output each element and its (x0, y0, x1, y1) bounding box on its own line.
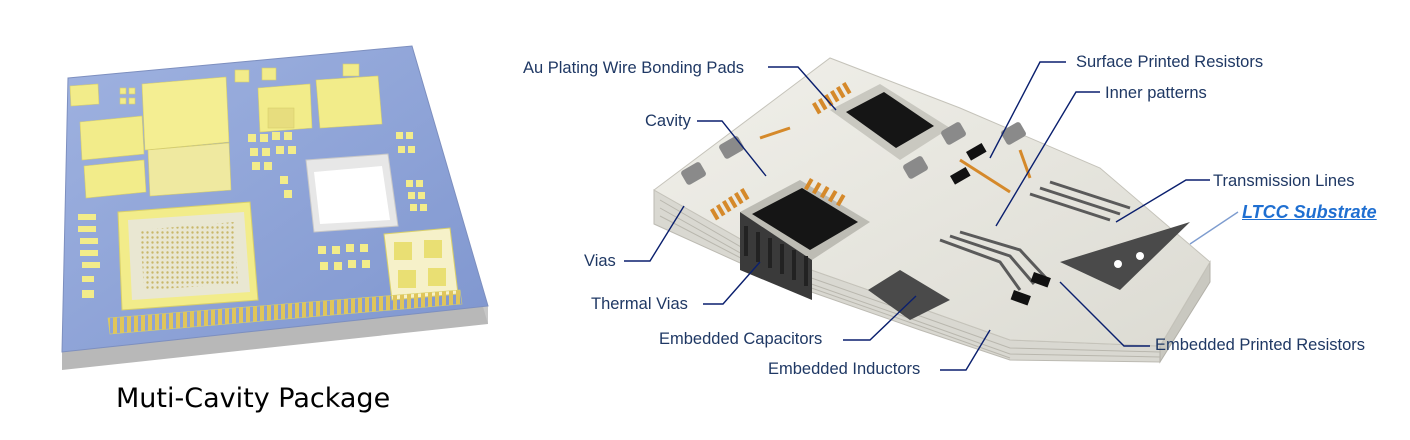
label-inner-patterns: Inner patterns (1105, 84, 1207, 102)
label-embedded-printed-resistors: Embedded Printed Resistors (1155, 336, 1366, 354)
leader-transmission-lines (1115, 179, 1210, 223)
gold-pads-top-left (69, 76, 232, 199)
label-au-plating-pads: Au Plating Wire Bonding Pads (523, 59, 745, 77)
edge-contact-row (107, 289, 463, 335)
surface-traces (759, 126, 1032, 194)
lower-bond-pads (710, 178, 846, 221)
leader-embedded-inductors (940, 329, 991, 371)
ltcc-substrate-label: LTCC Substrate (1242, 202, 1377, 222)
capacitor-plate (868, 270, 950, 320)
upper-cavity (830, 84, 950, 160)
label-vias: Vias (584, 252, 616, 270)
label-thermal-vias: Thermal Vias (591, 295, 688, 313)
inner-pattern-traces (939, 180, 1131, 291)
leader-surface-resistors (989, 61, 1066, 159)
leader-embedded-resistors (1059, 281, 1150, 347)
large-cavity (117, 201, 259, 311)
ltcc-substrate-illustration (653, 57, 1211, 364)
leader-ltcc-substrate (1189, 211, 1239, 245)
label-embedded-inductors: Embedded Inductors (768, 360, 921, 378)
gold-pads-top-middle (234, 63, 383, 133)
package-side-front (62, 306, 488, 370)
leader-vias (624, 205, 685, 262)
leader-embedded-capacitors (843, 295, 917, 341)
small-pad-arrays (78, 132, 427, 298)
four-pad-cavity (383, 227, 459, 301)
through-cavity (305, 153, 399, 233)
label-embedded-capacitors: Embedded Capacitors (659, 330, 823, 348)
leader-thermal-vias (703, 261, 761, 305)
ground-plane-triangle (1060, 222, 1190, 290)
label-transmission-lines: Transmission Lines (1213, 172, 1355, 190)
multi-cavity-package-illustration (61, 45, 489, 370)
thermal-via-stripes (744, 226, 808, 286)
leader-inner-patterns (995, 91, 1100, 227)
label-surface-printed-resistors: Surface Printed Resistors (1076, 53, 1264, 71)
upper-bond-pads (812, 82, 852, 115)
leader-au-pads (768, 66, 837, 111)
callout-lines (624, 61, 1239, 371)
smd-components (681, 122, 1026, 185)
label-cavity: Cavity (645, 112, 691, 130)
multi-cavity-package-caption: Muti-Cavity Package (116, 383, 391, 414)
leader-cavity (697, 120, 767, 177)
